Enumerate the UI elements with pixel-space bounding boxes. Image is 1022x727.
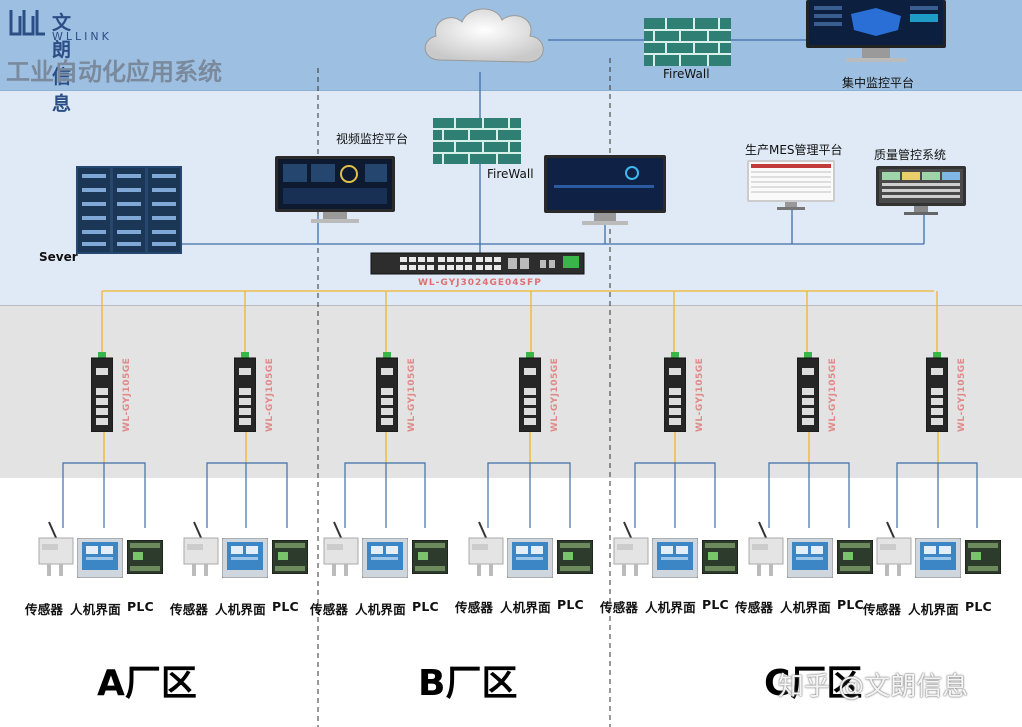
edge-switch-label: WL-GYJ105GE — [407, 357, 417, 432]
edge-switch-icon — [91, 352, 113, 432]
edge-switch-label: WL-GYJ105GE — [695, 357, 705, 432]
sensor-icon — [876, 521, 912, 576]
plc-icon — [965, 540, 1001, 574]
hmi-icon — [77, 538, 123, 578]
hmi-icon — [362, 538, 408, 578]
plc-icon — [127, 540, 163, 574]
sensor-label: 传感器 — [455, 600, 494, 615]
page-title: 工业自动化应用系统 — [6, 58, 222, 86]
watermark: 知乎 @文朗信息 — [778, 672, 969, 702]
edge-switch-icon — [664, 352, 686, 432]
trunk-lines — [101, 290, 939, 463]
brand-name: 文朗信息 — [52, 12, 72, 115]
hmi-icon — [652, 538, 698, 578]
hmi-label: 人机界面 — [780, 600, 831, 615]
sensor-label: 传感器 — [310, 602, 349, 617]
edge-switch-icon — [519, 352, 541, 432]
plc-icon — [272, 540, 308, 574]
plc-label: PLC — [127, 599, 154, 614]
quality-monitor-icon — [876, 166, 966, 215]
edge-switch-label: WL-GYJ105GE — [957, 357, 967, 432]
sensor-icon — [183, 521, 219, 576]
hmi-label: 人机界面 — [500, 600, 551, 615]
central-monitor-icon — [806, 0, 946, 62]
uplink-lines — [180, 39, 925, 254]
hmi-icon — [915, 538, 961, 578]
edge-switch-label: WL-GYJ105GE — [122, 357, 132, 432]
plc-label: PLC — [965, 599, 992, 614]
hmi-label: 人机界面 — [908, 602, 959, 617]
zone-c-label: C厂区 — [764, 663, 863, 704]
plc-icon — [702, 540, 738, 574]
hmi-icon — [507, 538, 553, 578]
core-switch-label: WL-GYJ3024GE04SFP — [418, 278, 542, 288]
brand-sub: WLLINK — [52, 30, 112, 43]
plc-label: PLC — [837, 597, 864, 612]
central-monitor-label: 集中监控平台 — [842, 76, 915, 90]
plc-icon — [557, 540, 593, 574]
cloud-icon — [424, 8, 544, 63]
edge-switch-icon — [797, 352, 819, 432]
sensor-icon — [748, 521, 784, 576]
quality-label: 质量管控系统 — [874, 148, 947, 162]
sensor-label: 传感器 — [600, 600, 639, 615]
hmi-icon — [787, 538, 833, 578]
firewall-top-label: FireWall — [663, 67, 710, 81]
sensor-label: 传感器 — [735, 600, 774, 615]
edge-switch-icon — [376, 352, 398, 432]
field-device-layer-band — [0, 478, 1022, 727]
video-monitor-icon — [275, 156, 395, 223]
plc-label: PLC — [702, 597, 729, 612]
plc-icon — [412, 540, 448, 574]
sensor-label: 传感器 — [863, 602, 902, 617]
firewall-mid-icon — [433, 118, 521, 164]
mes-monitor-icon — [747, 160, 835, 210]
sensor-label: 传感器 — [25, 602, 64, 617]
sensor-icon — [323, 521, 359, 576]
edge-switch-icon — [926, 352, 948, 432]
device-links — [62, 462, 978, 528]
logo-mark-icon — [9, 10, 45, 36]
edge-switch-icon — [234, 352, 256, 432]
hmi-label: 人机界面 — [645, 600, 696, 615]
core-switch — [370, 252, 585, 275]
hmi-label: 人机界面 — [215, 602, 266, 617]
edge-switch-label: WL-GYJ105GE — [265, 357, 275, 432]
plc-label: PLC — [412, 599, 439, 614]
access-switch-layer-band — [0, 305, 1022, 479]
hmi-icon — [222, 538, 268, 578]
plc-label: PLC — [557, 597, 584, 612]
sensor-icon — [468, 521, 504, 576]
hmi-label: 人机界面 — [70, 602, 121, 617]
edge-switch-label: WL-GYJ105GE — [550, 357, 560, 432]
firewall-mid-label: FireWall — [487, 167, 534, 181]
video-monitor-label: 视频监控平台 — [336, 132, 409, 146]
hmi-label: 人机界面 — [355, 602, 406, 617]
sensor-label: 传感器 — [170, 602, 209, 617]
firewall-icon — [644, 18, 731, 66]
sensor-icon — [38, 521, 74, 576]
plc-label: PLC — [272, 599, 299, 614]
zone-a-label: A厂区 — [97, 663, 197, 704]
edge-switch-label: WL-GYJ105GE — [828, 357, 838, 432]
plc-icon — [837, 540, 873, 574]
server-label: Sever — [39, 250, 78, 264]
server-rack-icon — [76, 166, 182, 254]
sensor-icon — [613, 521, 649, 576]
mes-label: 生产MES管理平台 — [745, 143, 843, 157]
dashboard-monitor-icon — [544, 155, 666, 225]
zone-b-label: B厂区 — [418, 663, 518, 704]
